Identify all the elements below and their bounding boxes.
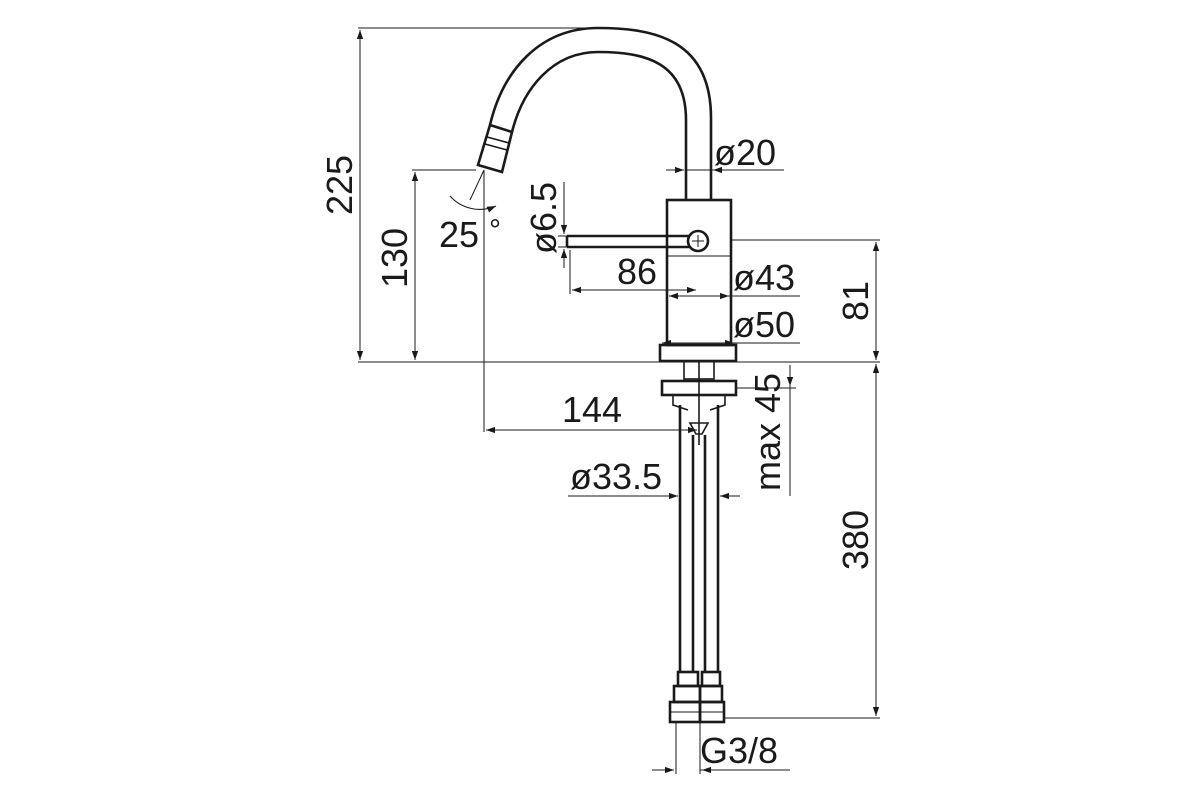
base-flange (658, 343, 738, 363)
dim-angle: 25 (439, 214, 479, 255)
dim-height-total: 225 (319, 155, 360, 215)
dim-max-thickness: max 45 (747, 373, 788, 491)
faucet-outline (476, 26, 738, 724)
dim-lever-diameter: ø6.5 (523, 182, 564, 254)
dim-hole-diameter: ø33.5 (570, 456, 662, 497)
lever (565, 234, 690, 249)
supply-hoses (678, 405, 720, 672)
lever-pivot (686, 229, 710, 253)
dim-angle-unit: ° (489, 214, 501, 247)
dim-connection: G3/8 (700, 730, 778, 771)
dim-body-height: 81 (835, 281, 876, 321)
spout-outer (488, 26, 713, 200)
dim-lever-length: 86 (617, 251, 657, 292)
dimension-lines (356, 27, 880, 774)
dim-height-spout: 130 (374, 228, 415, 288)
dim-hose-length: 380 (835, 510, 876, 570)
dimension-labels: 225 130 25 ° ø6.5 86 ø20 ø43 ø50 81 144 … (319, 132, 876, 771)
dim-spout-diameter: ø20 (714, 132, 776, 173)
dim-body-diameter: ø43 (733, 257, 795, 298)
faucet-body (665, 198, 733, 347)
hose-connectors (668, 670, 726, 724)
spout-inner (510, 50, 688, 200)
aerator (476, 123, 514, 174)
dim-reach: 144 (562, 389, 622, 430)
dim-base-diameter: ø50 (733, 304, 795, 345)
